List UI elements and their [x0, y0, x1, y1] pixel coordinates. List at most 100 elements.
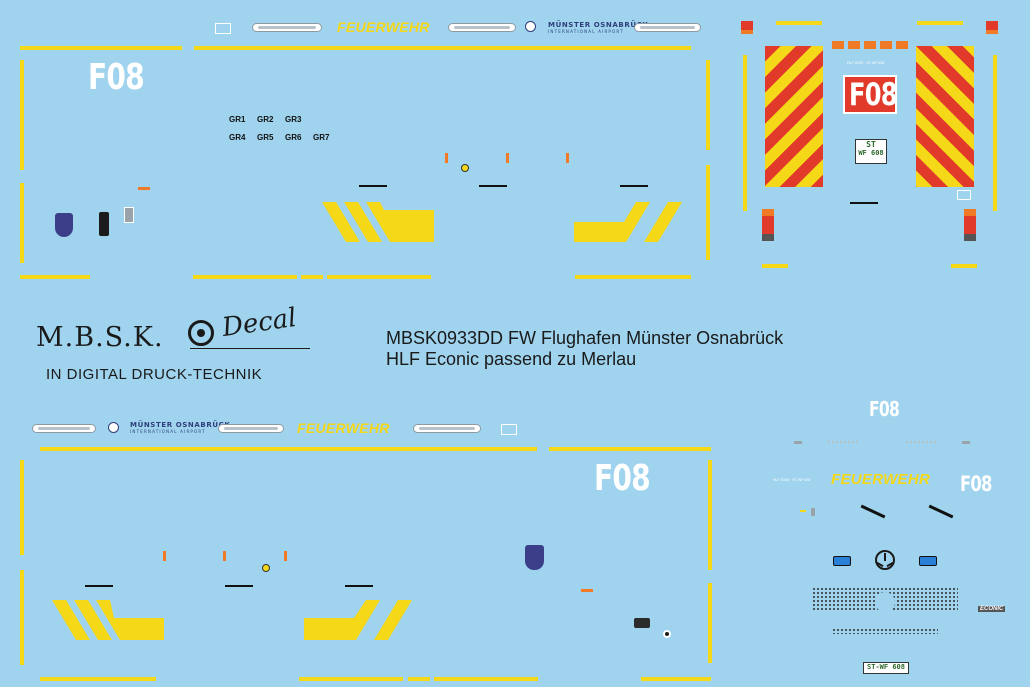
rear-bottom-right [951, 264, 977, 268]
radio-device-icon [99, 212, 109, 236]
bottom-border-2 [193, 275, 297, 279]
bottom-bottom-border-1 [40, 677, 156, 681]
feuerwehr-text-top: FEUERWEHR [337, 19, 430, 35]
small-grey-pin [811, 508, 815, 516]
bottom-border-4 [327, 275, 431, 279]
roof-lightbar-6 [413, 424, 481, 433]
warning-stripes-left-2 [52, 600, 164, 640]
airport-text-top: MÜNSTER OSNABRÜCK INTERNATIONAL AIRPORT [548, 21, 648, 34]
bottom-top-border-1 [40, 447, 537, 451]
rear-top-yellow [776, 21, 822, 25]
grille-badge [875, 592, 895, 612]
mercedes-star-icon [875, 550, 895, 570]
round-light-icon [663, 630, 671, 638]
orange-marker-3 [506, 153, 509, 163]
orange-marker-1 [138, 187, 150, 190]
top-border-left [20, 46, 182, 50]
grey-mark-right [962, 441, 970, 444]
blue-light-right [919, 556, 937, 566]
bottom-border-1 [20, 275, 90, 279]
rear-light-right-top [986, 21, 998, 34]
dotted-strip-left [828, 441, 858, 445]
blue-light-left [833, 556, 851, 566]
gr3-label: GR3 [285, 115, 302, 124]
bottom-right-edge-2 [708, 583, 712, 663]
yellow-dot-icon [461, 164, 469, 172]
dark-box-icon [634, 618, 650, 628]
wiper-left [860, 504, 886, 519]
logo-target-icon [188, 320, 214, 346]
airport-name: MÜNSTER OSNABRÜCK [548, 21, 649, 29]
gr4-label: GR4 [229, 133, 246, 142]
license-plate-rear: ST WF 608 [855, 139, 887, 164]
orange-marker-6 [223, 551, 226, 561]
rear-right-edge [993, 55, 997, 211]
bottom-border-3 [301, 275, 323, 279]
product-title-line2: HLF Econic passend zu Merlau [386, 349, 637, 369]
roof-lightbar-3 [634, 23, 701, 32]
front-lower-grille [832, 628, 938, 634]
logo-script-decal: Decal [220, 302, 299, 344]
left-border-2 [20, 183, 24, 263]
orange-marker-8 [581, 589, 593, 592]
rear-orange-4 [880, 41, 892, 49]
product-title: MBSK0933DD FW Flughafen Münster Osnabrüc… [386, 328, 783, 370]
logo-tagline: IN DIGITAL DRUCK-TECHNIK [46, 366, 263, 383]
roof-lightbar-2 [448, 23, 516, 32]
door-handle-2 [479, 185, 507, 187]
left-border-1 [20, 60, 24, 170]
roof-lightbar-4 [32, 424, 96, 433]
door-handle-4 [85, 585, 113, 587]
right-border-1 [706, 60, 710, 150]
door-handle-6 [345, 585, 373, 587]
grey-box-icon [124, 207, 134, 223]
gr6-label: GR6 [285, 133, 302, 142]
grey-mark-left [794, 441, 802, 444]
top-border-right [194, 46, 691, 50]
chevron-panel-right [916, 46, 974, 187]
rear-orange-5 [896, 41, 908, 49]
right-border-2 [706, 165, 710, 260]
warning-stripes-left [322, 202, 434, 242]
rear-light-left-top [741, 21, 753, 34]
orange-marker-2 [445, 153, 448, 163]
f08-side-bottom: F08 [594, 458, 651, 499]
rear-orange-3 [864, 41, 876, 49]
bottom-bottom-border-5 [641, 677, 711, 681]
rear-label-square [957, 190, 971, 200]
gr7-label: GR7 [313, 133, 330, 142]
door-handle-5 [225, 585, 253, 587]
rear-handle [850, 202, 878, 204]
f08-rear-panel: F08 [843, 75, 898, 114]
econic-badge: ECONIC [978, 606, 1006, 612]
bottom-bottom-border-2 [299, 677, 403, 681]
small-orange-pin [800, 510, 806, 512]
gr1-label: GR1 [229, 115, 246, 124]
bottom-bottom-border-4 [434, 677, 538, 681]
rear-orange-2 [848, 41, 860, 49]
gr2-label: GR2 [257, 115, 274, 124]
orange-marker-4 [566, 153, 569, 163]
airport-subname: INTERNATIONAL AIRPORT [548, 29, 624, 34]
airport-subname-2: INTERNATIONAL AIRPORT [130, 429, 206, 434]
roof-label-square-2 [501, 424, 517, 435]
warning-stripes-right [574, 202, 682, 242]
airport-logo-icon-2 [108, 422, 119, 433]
bottom-right-edge-1 [708, 460, 712, 570]
bottom-bottom-border-3 [408, 677, 430, 681]
product-title-line1: MBSK0933DD FW Flughafen Münster Osnabrüc… [386, 328, 784, 348]
bottom-top-border-2 [549, 447, 711, 451]
dotted-strip-right [906, 441, 936, 445]
orange-marker-5 [163, 551, 166, 561]
door-handle-3 [620, 185, 648, 187]
plate-rear-line2: WF 608 [858, 149, 884, 157]
airport-text-bottom: MÜNSTER OSNABRÜCK INTERNATIONAL AIRPORT [130, 421, 230, 434]
roof-label-square [215, 23, 231, 34]
wiper-right [928, 504, 954, 519]
logo-text: M.B.S.K. [36, 322, 164, 353]
rear-top-yellow-2 [917, 21, 963, 25]
roof-lightbar-5 [218, 424, 284, 433]
airport-shield-icon-2 [525, 545, 544, 570]
airport-shield-icon [55, 213, 73, 237]
rear-orange-1 [832, 41, 844, 49]
